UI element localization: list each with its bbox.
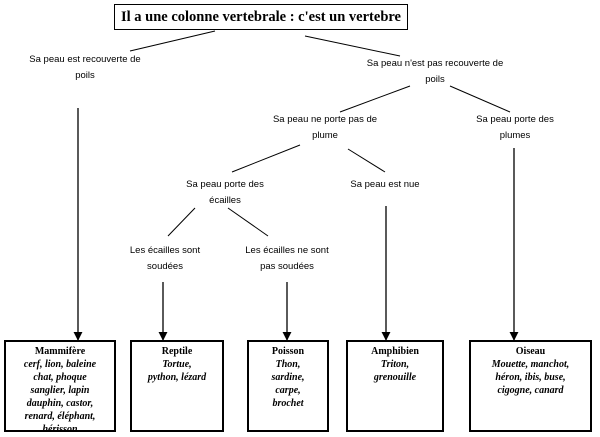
group-name: Amphibien [371,346,419,357]
criterion-plumes: Sa peau porte des plumes [476,114,554,141]
group-members: Mouette, manchot, héron, ibis, buse, cig… [491,359,570,396]
group-name: Poisson [271,346,305,357]
line-ecailles-to-soudees [167,207,196,237]
criterion-soudees: Les écailles sont soudées [129,245,201,272]
criterion-poils: Sa peau est recouverte de poils [29,54,141,81]
criterion-pas-soudees: Les écailles ne sont pas soudées [245,245,329,272]
group-reptile: Reptile Tortue, python, lézard [130,340,224,432]
line-root-to-pas-poils [304,35,401,57]
root-label: Il a une colonne vertebrale : c'est un v… [120,8,401,25]
root-node: Il a une colonne vertebrale : c'est un v… [114,4,408,30]
criterion-nue: Sa peau est nue [350,179,420,190]
group-members: cerf, lion, baleine chat, phoque sanglie… [23,359,97,435]
group-oiseau: Oiseau Mouette, manchot, héron, ibis, bu… [469,340,592,432]
group-mammifere: Mammifère cerf, lion, baleine chat, phoq… [4,340,116,435]
group-members: Tortue, python, lézard [147,359,207,383]
group-members: Triton, grenouille [373,359,417,383]
group-amphibien: Amphibien Triton, grenouille [346,340,444,432]
group-members: Thon, sardine, carpe, brochet [271,359,305,409]
line-pas-plume-to-nue [347,148,386,173]
group-name: Mammifère [34,346,86,357]
criterion-pas-plume: Sa peau ne porte pas de plume [272,114,378,141]
line-pas-plume-to-ecailles [231,144,301,173]
line-root-to-poils [129,30,216,52]
group-name: Reptile [161,346,193,357]
criterion-ecailles: Sa peau porte des écailles [186,179,264,206]
group-poisson: Poisson Thon, sardine, carpe, brochet [247,340,329,432]
line-pas-poils-to-plumes [449,85,511,113]
group-name: Oiseau [515,346,546,357]
line-ecailles-to-pas-soudees [227,207,269,237]
criterion-pas-poils: Sa peau n'est pas recouverte de poils [366,58,504,85]
line-pas-poils-to-pas-plume [339,85,411,113]
